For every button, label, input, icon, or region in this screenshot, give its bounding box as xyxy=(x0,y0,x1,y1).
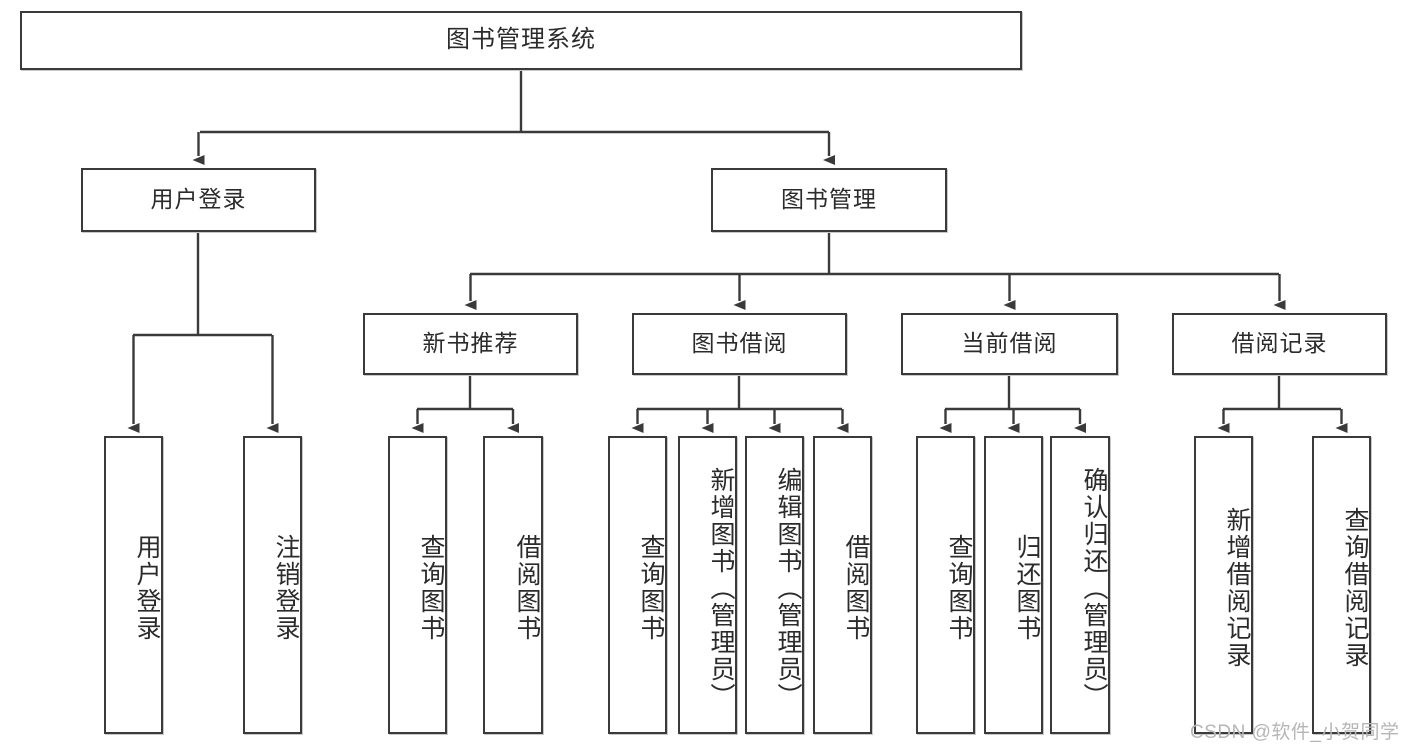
node-label: 图书借阅 xyxy=(691,330,788,357)
node-current-borrow[interactable]: 当前借阅 xyxy=(901,313,1118,375)
node-label: 图书管理 xyxy=(781,186,877,213)
node-leaf-borrow-book-1[interactable]: 借阅图书 xyxy=(483,436,543,734)
node-leaf-add-record[interactable]: 新增借阅记录 xyxy=(1194,436,1253,734)
node-leaf-query-book-1[interactable]: 查询图书 xyxy=(388,436,447,734)
node-label: 注销登录 xyxy=(272,534,300,642)
node-label: 查询图书 xyxy=(945,534,973,642)
node-leaf-user-login[interactable]: 用户登录 xyxy=(104,436,163,734)
node-leaf-query-record[interactable]: 查询借阅记录 xyxy=(1312,436,1371,734)
node-label: 用户登录 xyxy=(133,534,161,642)
node-leaf-edit-book[interactable]: 编辑图书（管理员） xyxy=(745,436,804,734)
node-root[interactable]: 图书管理系统 xyxy=(20,11,1022,70)
node-borrow-record[interactable]: 借阅记录 xyxy=(1172,313,1387,375)
node-leaf-return-book[interactable]: 归还图书 xyxy=(984,436,1043,734)
node-label: 用户登录 xyxy=(150,186,247,213)
node-new-book-rec[interactable]: 新书推荐 xyxy=(363,313,578,375)
node-label: 归还图书 xyxy=(1013,534,1041,642)
node-user-login[interactable]: 用户登录 xyxy=(81,168,316,232)
node-label: 新书推荐 xyxy=(422,330,519,357)
node-leaf-user-logout[interactable]: 注销登录 xyxy=(243,436,302,734)
node-label: 查询图书 xyxy=(637,534,665,642)
node-label: 查询图书 xyxy=(417,534,445,642)
node-label: 借阅图书 xyxy=(842,534,870,642)
node-book-borrow[interactable]: 图书借阅 xyxy=(632,313,847,375)
node-leaf-add-book[interactable]: 新增图书（管理员） xyxy=(678,436,737,734)
node-leaf-confirm-return[interactable]: 确认归还（管理员） xyxy=(1050,436,1110,734)
node-label: 当前借阅 xyxy=(961,330,1058,357)
watermark-text: CSDN @软件_小贺同学 xyxy=(1190,722,1400,743)
node-label: 确认归还（管理员） xyxy=(1080,466,1108,710)
node-book-manage[interactable]: 图书管理 xyxy=(711,168,947,232)
node-label: 借阅图书 xyxy=(513,534,541,642)
node-label: 借阅记录 xyxy=(1231,330,1328,357)
node-label: 新增图书（管理员） xyxy=(707,466,735,710)
node-label: 编辑图书（管理员） xyxy=(774,466,802,710)
node-leaf-query-book-3[interactable]: 查询图书 xyxy=(916,436,975,734)
node-label: 图书管理系统 xyxy=(446,26,596,54)
node-leaf-borrow-book-2[interactable]: 借阅图书 xyxy=(813,436,872,734)
node-label: 查询借阅记录 xyxy=(1341,507,1369,669)
node-label: 新增借阅记录 xyxy=(1223,507,1251,669)
node-leaf-query-book-2[interactable]: 查询图书 xyxy=(608,436,667,734)
